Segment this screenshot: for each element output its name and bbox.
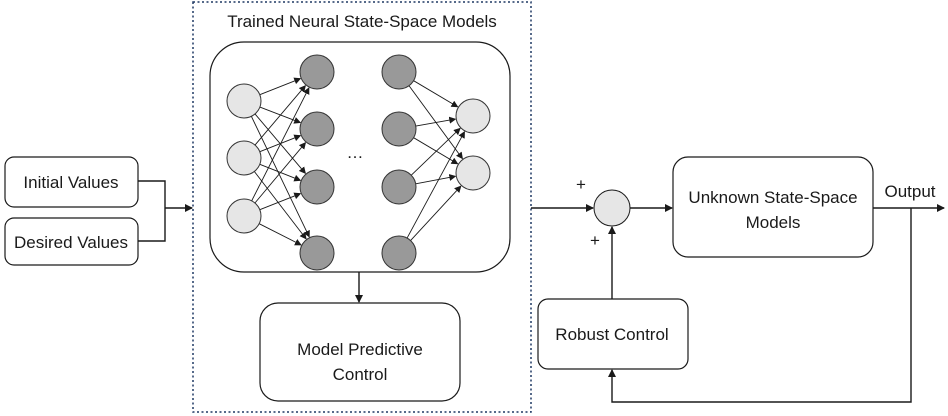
input-merge-line bbox=[138, 180, 166, 242]
unknown-models-block bbox=[672, 156, 874, 258]
hidden-node-layer2 bbox=[381, 54, 417, 90]
hidden-output-connection bbox=[415, 174, 457, 185]
neural-network bbox=[226, 54, 491, 271]
hidden-output-connection bbox=[406, 130, 465, 239]
hidden-node-layer2 bbox=[381, 235, 417, 271]
robust-control-block bbox=[537, 298, 689, 370]
input-hidden-connection bbox=[254, 171, 307, 240]
initial-values-label: Initial Values bbox=[23, 173, 118, 192]
hidden-node-layer2 bbox=[381, 169, 417, 205]
input-hidden-connection bbox=[259, 192, 302, 211]
output-node bbox=[455, 155, 491, 191]
input-node bbox=[226, 198, 262, 234]
input-hidden-connection bbox=[259, 163, 302, 182]
hidden-node-layer1 bbox=[299, 111, 335, 147]
hidden-node-layer1 bbox=[299, 235, 335, 271]
hidden-output-connection bbox=[410, 185, 462, 241]
mpc-block bbox=[259, 302, 461, 402]
hidden-ellipsis: … bbox=[347, 143, 364, 162]
mpc-label-line2: Control bbox=[333, 365, 388, 384]
robust-control-label: Robust Control bbox=[555, 325, 668, 344]
hidden-output-connection bbox=[410, 127, 461, 176]
hidden-output-connection bbox=[413, 80, 459, 108]
input-hidden-connection bbox=[254, 84, 306, 146]
plus-bottom-label: + bbox=[590, 231, 600, 250]
unknown-models-label-line1: Unknown State-Space bbox=[688, 188, 857, 207]
input-hidden-connection bbox=[259, 106, 302, 124]
hidden-output-connection bbox=[413, 137, 459, 165]
input-hidden-connection bbox=[254, 142, 307, 204]
plus-top-label: + bbox=[576, 175, 586, 194]
output-label: Output bbox=[884, 182, 935, 201]
input-node bbox=[226, 83, 262, 119]
output-node bbox=[455, 98, 491, 134]
desired-values-label: Desired Values bbox=[14, 233, 128, 252]
input-hidden-connection bbox=[250, 116, 310, 238]
unknown-models-label-line2: Models bbox=[746, 213, 801, 232]
feedback-line bbox=[608, 208, 912, 403]
input-hidden-connection bbox=[258, 223, 302, 246]
mpc-label-line1: Model Predictive bbox=[297, 340, 423, 359]
input-node bbox=[226, 140, 262, 176]
initial-values-block bbox=[4, 156, 139, 208]
summing-junction bbox=[593, 189, 631, 227]
input-hidden-connection bbox=[251, 87, 310, 202]
hidden-node-layer2 bbox=[381, 111, 417, 147]
hidden-node-layer1 bbox=[299, 169, 335, 205]
container-title: Trained Neural State-Space Models bbox=[227, 12, 497, 31]
hidden-node-layer1 bbox=[299, 54, 335, 90]
input-hidden-connection bbox=[259, 134, 302, 153]
hidden-output-connection bbox=[415, 116, 457, 127]
input-hidden-connection bbox=[259, 77, 302, 96]
